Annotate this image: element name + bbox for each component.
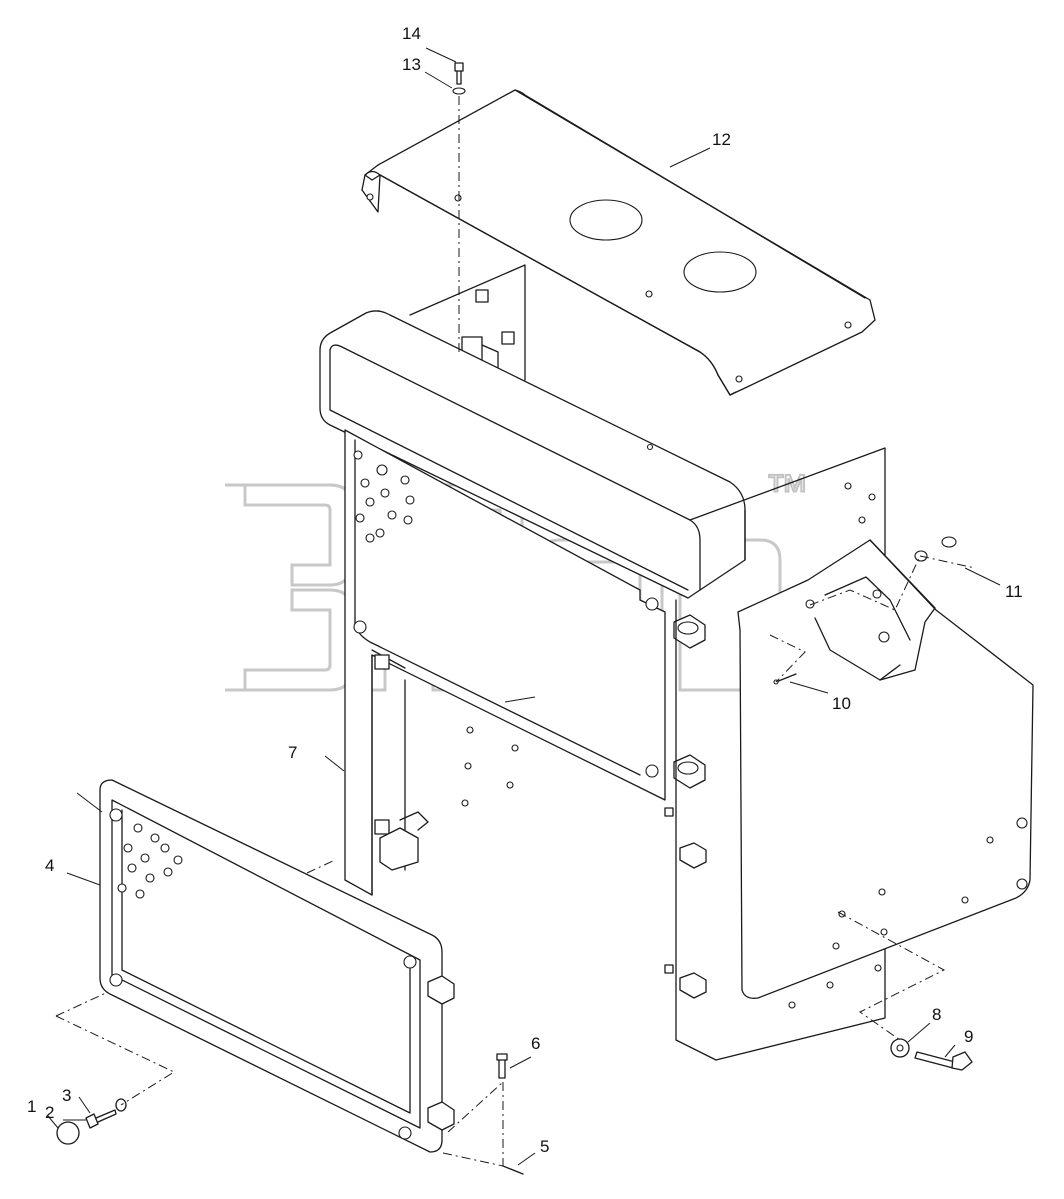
callout-2: 2 xyxy=(45,1103,54,1122)
callout-8: 8 xyxy=(932,1005,941,1024)
callout-6: 6 xyxy=(531,1034,540,1053)
callout-5: 5 xyxy=(540,1137,549,1156)
callout-14: 14 xyxy=(402,24,421,43)
assembly-centerlines xyxy=(55,96,976,1167)
callout-labels: 1 2 3 4 5 6 7 8 9 10 11 12 13 14 xyxy=(27,24,1023,1156)
top-cover-part-12 xyxy=(361,89,876,396)
callout-12: 12 xyxy=(712,130,731,149)
callout-7: 7 xyxy=(288,743,297,762)
callout-3: 3 xyxy=(62,1086,71,1105)
cover-plate-part-4 xyxy=(99,779,455,1153)
callout-13: 13 xyxy=(402,55,421,74)
main-frame-part-7 xyxy=(344,429,706,896)
callout-leaders xyxy=(47,47,1001,1166)
callout-11: 11 xyxy=(1005,582,1023,601)
callout-4: 4 xyxy=(45,856,54,875)
callout-10: 10 xyxy=(832,694,851,713)
callout-1: 1 xyxy=(27,1097,36,1116)
fastener-parts xyxy=(56,62,973,1175)
right-side-panel xyxy=(664,447,1034,1061)
callout-9: 9 xyxy=(964,1027,973,1046)
